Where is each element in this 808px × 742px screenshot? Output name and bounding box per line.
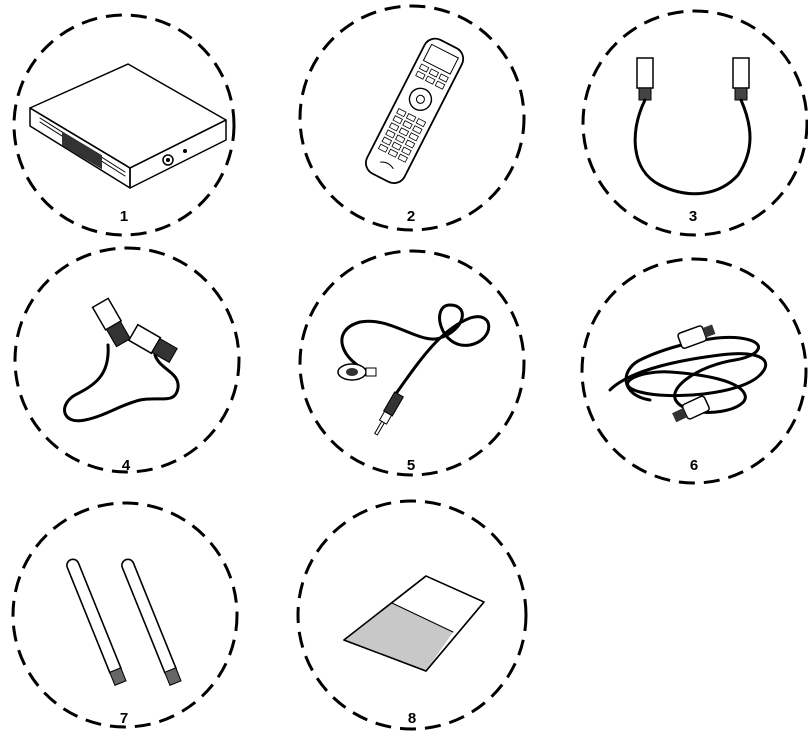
item-6: 6 [582, 259, 806, 483]
item-4-dashed-ring [15, 248, 239, 472]
item-5-number: 5 [407, 457, 415, 474]
ethernet-cable-icon [65, 298, 179, 420]
item-1-dashed-ring [14, 15, 234, 235]
media-player-box-icon [30, 64, 226, 188]
item-1: 1 [14, 15, 234, 235]
wifi-antennas-icon [65, 557, 181, 685]
item-3-dashed-ring [583, 11, 807, 235]
item-3: 3 [583, 11, 807, 235]
item-5: 5 [300, 251, 524, 475]
hdmi-cable-icon [635, 58, 750, 194]
item-6-dashed-ring [582, 259, 806, 483]
item-6-number: 6 [690, 457, 698, 474]
item-7-dashed-ring [13, 503, 237, 727]
item-1-number: 1 [120, 208, 128, 225]
ir-extender-cable-icon [338, 305, 489, 437]
item-2-number: 2 [407, 208, 415, 225]
item-5-dashed-ring [300, 251, 524, 475]
item-4-number: 4 [122, 457, 131, 474]
item-8: 8 [298, 501, 526, 729]
quick-start-guide-icon [344, 576, 484, 671]
item-8-number: 8 [408, 710, 416, 727]
item-7-number: 7 [120, 710, 128, 727]
item-3-number: 3 [689, 208, 697, 225]
remote-control-icon [362, 35, 468, 188]
power-cord-icon [610, 322, 766, 425]
item-7: 7 [13, 503, 237, 727]
item-2: 2 [300, 6, 524, 230]
item-4: 4 [15, 248, 239, 474]
